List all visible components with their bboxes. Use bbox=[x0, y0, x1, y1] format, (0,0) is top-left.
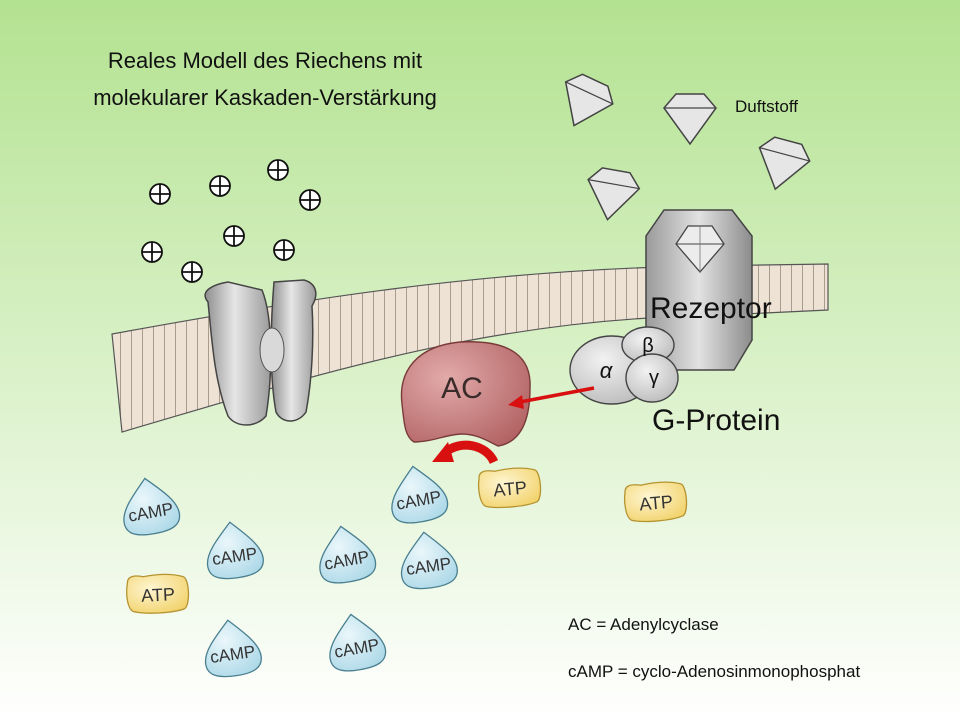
camp-molecule: cAMP bbox=[329, 613, 387, 672]
legend-ac: AC = Adenylcyclase bbox=[568, 615, 719, 634]
alpha-label: α bbox=[600, 358, 614, 383]
cation-plus-icon bbox=[209, 175, 231, 197]
cation-plus-icon bbox=[149, 183, 171, 205]
cation-plus-icon bbox=[267, 159, 289, 181]
legend-camp: cAMP = cyclo-Adenosinmonophosphat bbox=[568, 662, 860, 681]
camp-molecule: cAMP bbox=[400, 531, 458, 590]
adenylyl-cyclase bbox=[400, 341, 531, 447]
title-line-1: Reales Modell des Riechens mit bbox=[108, 48, 422, 73]
receptor bbox=[645, 209, 753, 371]
atp-molecule: ATP bbox=[477, 467, 542, 509]
camp-molecule: cAMP bbox=[391, 465, 449, 524]
ac-label: AC bbox=[441, 372, 483, 405]
gamma-label: γ bbox=[649, 367, 659, 389]
ion-channel bbox=[204, 279, 317, 426]
cation-plus-icon bbox=[273, 239, 295, 261]
svg-text:ATP: ATP bbox=[492, 478, 527, 501]
cation-plus-icon bbox=[299, 189, 321, 211]
camp-molecule: cAMP bbox=[204, 619, 262, 678]
activation-arrow bbox=[519, 386, 595, 404]
beta-label: β bbox=[642, 335, 654, 357]
receptor-label: Rezeptor bbox=[650, 292, 772, 325]
cation-group bbox=[141, 159, 321, 283]
camp-molecule: cAMP bbox=[123, 477, 181, 536]
g-protein-label: G-Protein bbox=[652, 404, 780, 437]
odorant-molecule bbox=[564, 73, 614, 127]
cation-plus-icon bbox=[181, 261, 203, 283]
g-protein-gamma-subunit bbox=[625, 353, 679, 403]
camp-molecule: cAMP bbox=[206, 521, 264, 580]
cation-plus-icon bbox=[141, 241, 163, 263]
title-line-2: molekularer Kaskaden-Verstärkung bbox=[93, 85, 437, 110]
atp-molecule: ATP bbox=[623, 481, 688, 523]
odorant-molecule bbox=[663, 93, 717, 146]
odorant-molecule bbox=[587, 167, 641, 221]
svg-text:ATP: ATP bbox=[141, 584, 176, 606]
activation-arrowhead bbox=[508, 395, 524, 409]
camp-molecule: cAMP bbox=[319, 525, 377, 584]
conversion-arrow bbox=[443, 440, 499, 465]
atp-molecule: ATP bbox=[126, 573, 190, 614]
g-protein bbox=[569, 326, 679, 405]
odorant-label: Duftstoff bbox=[735, 97, 798, 116]
odorant-molecule bbox=[758, 136, 811, 191]
svg-text:ATP: ATP bbox=[638, 492, 673, 515]
cation-plus-icon bbox=[223, 225, 245, 247]
conversion-arrowhead bbox=[432, 442, 454, 462]
